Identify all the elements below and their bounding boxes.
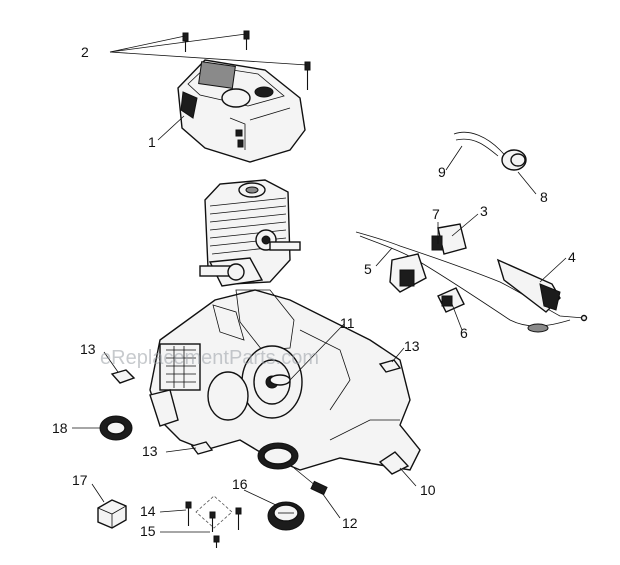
- callout-3: 3: [480, 203, 488, 219]
- watermark-text: eReplacementParts.com: [100, 347, 319, 369]
- stop-button-parts-8-9: [453, 131, 527, 171]
- oil-cap-part-18: [267, 501, 305, 531]
- screws-part-2: [182, 30, 311, 90]
- callout-5: 5: [364, 261, 372, 277]
- callout-9: 9: [438, 164, 446, 180]
- callout-4: 4: [568, 249, 576, 265]
- bolts-parts-14-15: [185, 495, 242, 548]
- top-cover-part-1: [177, 59, 306, 163]
- callout-1: 1: [148, 134, 156, 150]
- callout-13-bottom: 13: [142, 443, 158, 459]
- callout-8: 8: [540, 189, 548, 205]
- callout-11: 11: [340, 315, 355, 331]
- callout-7: 7: [432, 206, 440, 222]
- leader-lines: [72, 33, 567, 533]
- callout-15: 15: [140, 523, 156, 539]
- gasket-part-11: [269, 374, 291, 386]
- callout-2: 2: [81, 44, 89, 60]
- callout-13-right: 13: [404, 338, 420, 354]
- grommet-part-17: [99, 415, 133, 441]
- engine-cylinder: [199, 179, 301, 287]
- callout-10: 10: [420, 482, 436, 498]
- block-part-16: [97, 499, 127, 529]
- callout-18: 16: [232, 476, 248, 492]
- callout-6: 6: [460, 325, 468, 341]
- clips-part-13: [110, 359, 402, 455]
- fuel-cap-part-12: [257, 442, 328, 496]
- callout-16: 17: [72, 472, 88, 488]
- callout-13-left: 13: [80, 341, 96, 357]
- callout-12: 12: [342, 515, 358, 531]
- callout-17: 18: [52, 420, 68, 436]
- callout-numbers: 2 1 9 8 7 3 4 5 6 11 13 13 13 18 17 16 1…: [52, 44, 576, 539]
- callout-14: 14: [140, 503, 156, 519]
- cooling-grille: [159, 343, 201, 391]
- ignition-switch-assembly: [355, 223, 588, 333]
